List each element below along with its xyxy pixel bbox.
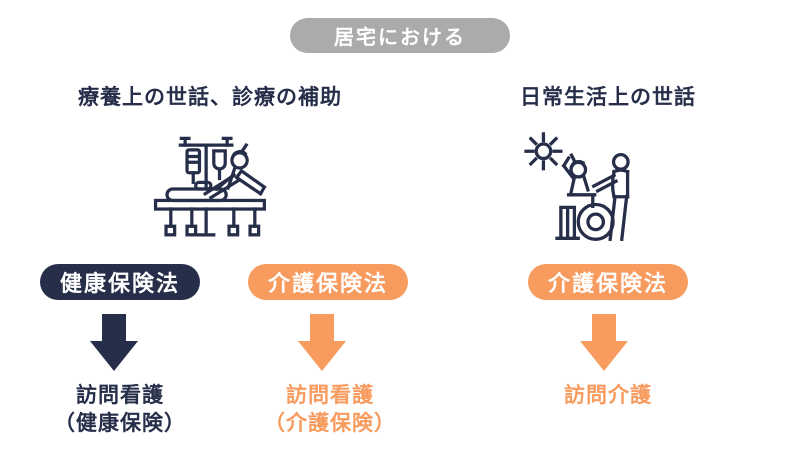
result-line2: （健康保険）	[54, 412, 186, 435]
header-pill-label: 居宅における	[334, 27, 466, 49]
law-pill-label: 健康保険法	[59, 271, 180, 296]
down-arrow-icon-navy	[90, 314, 138, 371]
law-pill-longterm-care-insurance-left: 介護保険法	[248, 264, 408, 300]
result-line1: 訪問介護	[564, 384, 652, 407]
caregiver-pushing-wheelchair-sun-icon	[520, 130, 652, 253]
law-pill-longterm-care-insurance-right: 介護保険法	[528, 264, 688, 300]
sun-icon	[524, 132, 563, 171]
result-label-visiting-nursing-care: 訪問看護 （介護保険）	[220, 382, 440, 438]
law-pill-label: 介護保険法	[267, 271, 388, 296]
section-heading-medical-care: 療養上の世話、診療の補助	[78, 86, 342, 109]
down-arrow-icon-orange-right	[580, 314, 628, 371]
result-line2: （介護保険）	[264, 412, 396, 435]
law-pill-label: 介護保険法	[547, 271, 668, 296]
down-arrow-icon-orange-left	[298, 314, 346, 371]
header-pill: 居宅における	[290, 18, 510, 53]
result-line1: 訪問看護	[286, 384, 374, 407]
hospital-bed-patient-iv-icon	[146, 134, 272, 249]
section-heading-daily-life-care: 日常生活上の世話	[520, 86, 696, 109]
result-line1: 訪問看護	[76, 384, 164, 407]
result-label-visiting-nursing-health: 訪問看護 （健康保険）	[10, 382, 230, 438]
law-pill-health-insurance: 健康保険法	[40, 264, 200, 300]
result-label-visiting-care: 訪問介護	[498, 382, 718, 410]
